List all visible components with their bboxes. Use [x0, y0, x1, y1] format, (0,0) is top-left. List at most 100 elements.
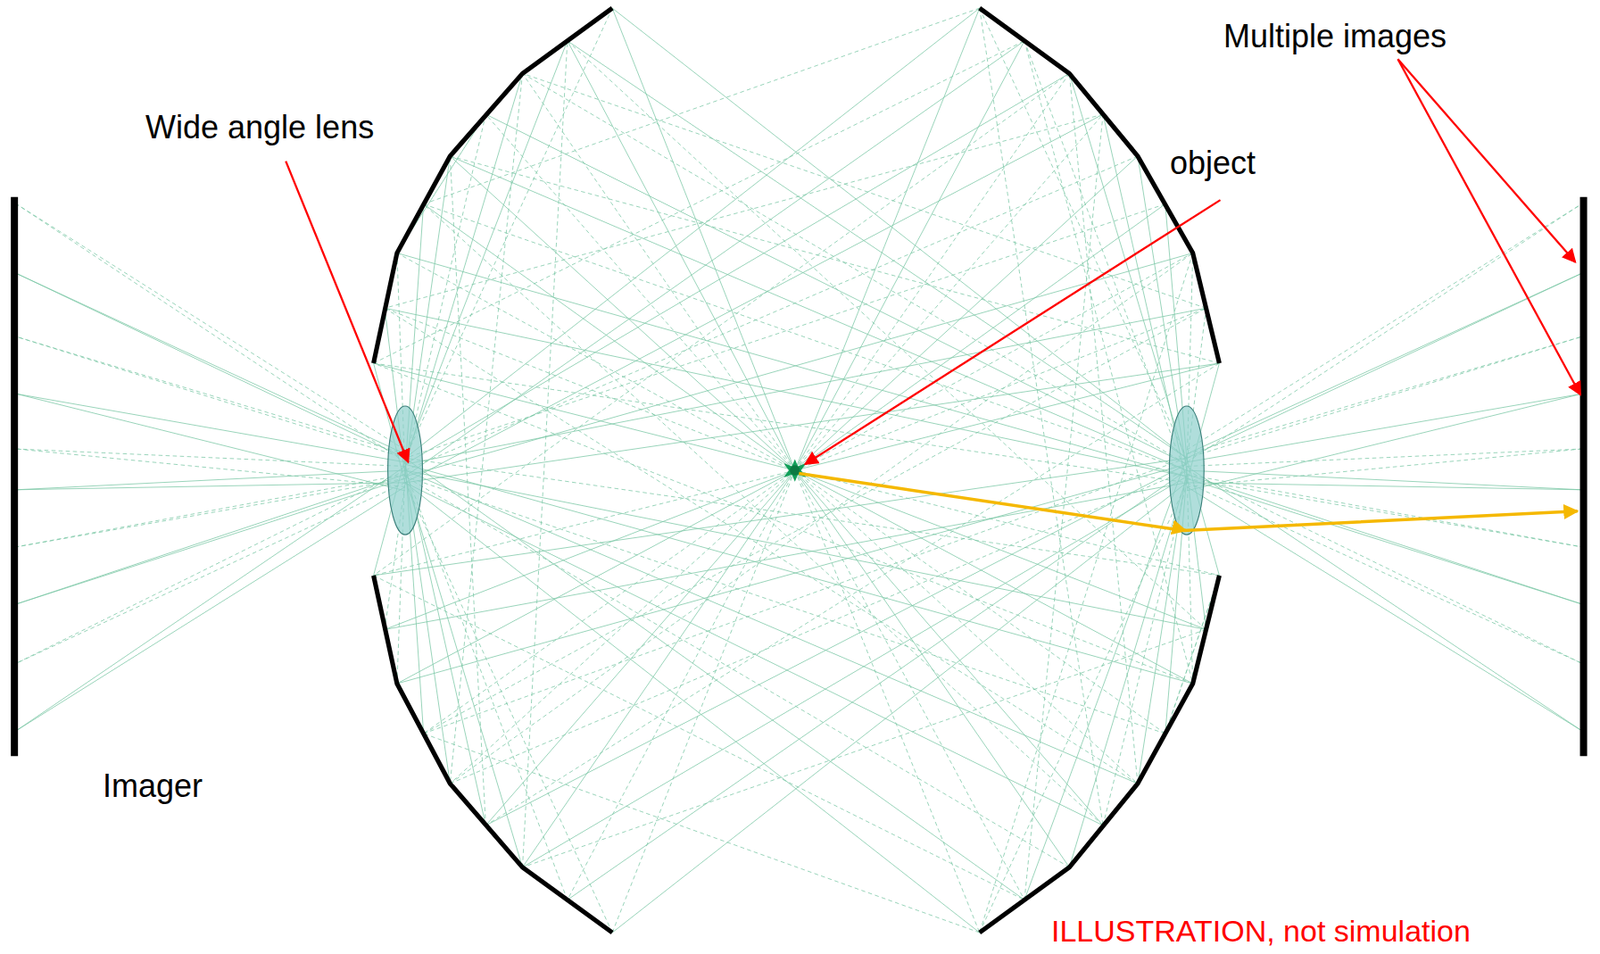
light-ray	[522, 629, 1207, 867]
light-ray	[612, 470, 796, 933]
imager-left	[10, 197, 18, 757]
light-ray	[405, 476, 523, 868]
light-ray	[522, 73, 796, 471]
light-ray	[423, 457, 1187, 734]
light-ray	[1024, 41, 1194, 684]
light-ray	[522, 73, 1187, 465]
leader-line	[804, 199, 1220, 465]
light-ray	[16, 474, 406, 548]
light-ray	[373, 575, 1025, 901]
light-ray	[449, 73, 523, 784]
mirror-segment	[373, 575, 614, 933]
light-ray	[405, 476, 1166, 734]
light-ray	[16, 393, 406, 491]
light-ray	[1186, 474, 1582, 605]
light-ray	[405, 253, 1194, 477]
light-ray	[384, 307, 796, 471]
light-ray	[1186, 474, 1582, 548]
light-ray	[795, 156, 1138, 471]
light-ray	[795, 307, 1207, 471]
light-ray	[16, 448, 406, 487]
light-ray	[1186, 273, 1582, 458]
light-ray	[16, 273, 406, 454]
light-ray	[1186, 470, 1582, 664]
light-ray	[405, 482, 980, 933]
light-ray	[16, 470, 406, 664]
leader-line	[1397, 58, 1576, 263]
light-ray	[16, 478, 406, 548]
light-ray	[795, 204, 1166, 471]
light-ray	[397, 470, 796, 684]
light-ray	[567, 41, 796, 471]
light-ray	[1069, 476, 1186, 868]
light-ray	[405, 457, 1025, 900]
light-ray	[16, 204, 406, 451]
light-ray	[16, 336, 406, 454]
light-rays	[16, 8, 1582, 933]
example-ray	[1181, 529, 1186, 531]
light-ray	[373, 41, 1025, 364]
light-ray	[423, 204, 1103, 826]
light-ray	[16, 474, 406, 605]
light-ray	[405, 41, 1025, 477]
light-ray	[485, 464, 1186, 826]
light-ray	[1024, 41, 1187, 477]
light-ray	[16, 204, 406, 463]
light-ray	[423, 8, 980, 205]
mirror-segment	[373, 8, 614, 364]
watermark-note: ILLUSTRATION, not simulation	[1049, 913, 1473, 949]
callout-label: object	[1168, 144, 1258, 182]
mirror-segment	[979, 575, 1220, 933]
light-ray	[405, 114, 1103, 483]
light-ray	[979, 482, 1187, 933]
imager-right	[1580, 197, 1588, 757]
light-ray	[1186, 204, 1582, 451]
light-ray	[612, 8, 1187, 458]
light-ray	[405, 470, 568, 900]
light-ray	[795, 363, 1220, 471]
light-ray	[522, 476, 1187, 868]
light-ray	[373, 73, 1070, 576]
light-ray	[384, 470, 796, 630]
light-ray	[1186, 470, 1582, 490]
light-ray	[405, 482, 1103, 826]
light-ray	[1186, 448, 1582, 466]
light-ray	[567, 470, 796, 900]
light-ray	[1186, 486, 1582, 730]
light-ray	[405, 8, 613, 458]
light-ray	[795, 8, 980, 471]
light-ray	[522, 41, 568, 868]
light-ray	[979, 8, 1187, 458]
light-ray	[795, 470, 1220, 576]
light-ray	[423, 733, 980, 933]
light-ray	[449, 156, 1186, 471]
light-ray	[384, 114, 1103, 308]
light-ray	[522, 470, 796, 868]
mirror-segment	[979, 8, 1220, 364]
light-ray	[1186, 465, 1582, 730]
light-ray	[485, 470, 795, 826]
light-ray	[423, 307, 1207, 734]
wide-angle-lens	[1168, 406, 1204, 535]
light-ray	[405, 470, 1138, 784]
light-ray	[795, 114, 1103, 471]
example-ray	[798, 472, 1577, 531]
leader-line	[285, 161, 408, 463]
light-ray	[567, 41, 1207, 631]
object-point	[783, 458, 806, 481]
light-ray	[16, 273, 406, 458]
light-ray	[405, 470, 1207, 630]
light-ray	[405, 8, 980, 458]
light-ray	[1186, 478, 1582, 605]
light-ray	[16, 448, 406, 466]
light-ray	[423, 204, 796, 471]
callout-label: Multiple images	[1221, 17, 1449, 55]
light-ray	[1186, 393, 1582, 491]
light-ray	[449, 470, 795, 784]
light-ray	[449, 470, 1186, 784]
light-ray	[16, 465, 406, 730]
light-ray	[795, 41, 1025, 471]
light-ray	[1186, 204, 1582, 463]
light-ray	[795, 470, 980, 933]
light-ray	[1024, 114, 1103, 900]
